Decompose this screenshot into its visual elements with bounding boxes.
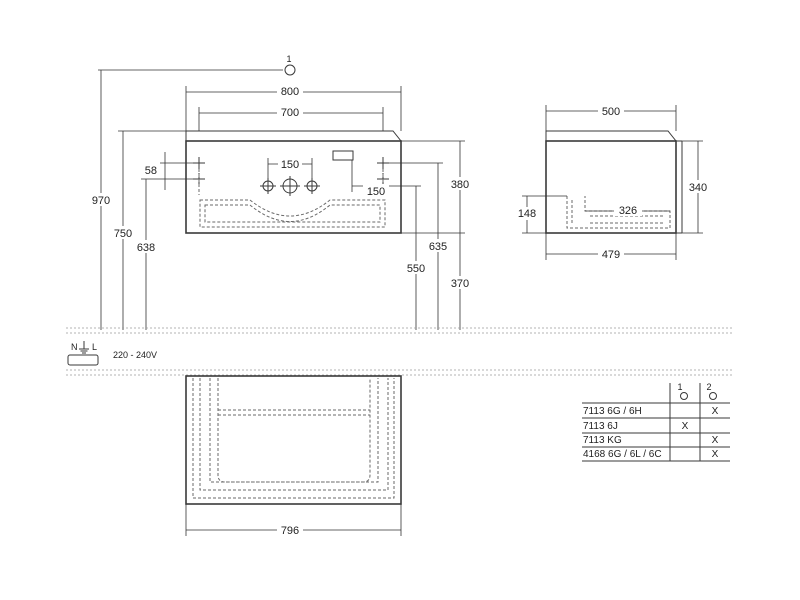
cabinet-front [185,140,402,234]
dim-550: 550 [407,263,425,275]
dim-58: 58 [145,165,157,177]
ground-icon [79,341,89,354]
svg-text:X: X [712,435,719,446]
dim-148: 148 [518,208,536,220]
tap-holes [260,176,320,196]
table-row: 7113 6G / 6H X [583,406,719,417]
top-view: 796 [185,375,402,537]
table-row: 7113 6J X [583,421,689,432]
svg-text:7113 6G / 6H: 7113 6G / 6H [583,406,642,417]
dim-500: 500 [602,106,620,118]
side-cabinet [545,140,677,234]
mount-marks-left [193,157,205,195]
col-1-circle [680,392,688,400]
basin-top [185,130,403,142]
front-view: 1 800 [87,54,474,330]
variant-table: 1 2 7113 6G / 6H X 7113 6J X 7113 KG X 4… [582,382,730,462]
symbol-l: L [92,342,97,352]
voltage-label: 220 - 240V [113,350,157,360]
svg-text:7113 6J: 7113 6J [583,421,618,432]
dim-479: 479 [602,249,620,261]
svg-text:X: X [682,421,689,432]
dim-326: 326 [619,205,637,217]
drawer-outline [199,199,386,228]
top-cabinet [185,375,402,505]
dim-340: 340 [689,182,707,194]
svg-text:X: X [712,406,719,417]
col-1-label: 1 [677,382,682,392]
dim-380: 380 [451,179,469,191]
socket-icon [67,354,99,366]
marker-1-label: 1 [286,54,291,64]
svg-text:X: X [712,449,719,460]
side-basin-top [545,130,678,142]
svg-text:7113 KG: 7113 KG [583,435,622,446]
dim-638: 638 [137,242,155,254]
handle-slot [332,150,354,161]
side-drawer-outline [566,196,671,229]
dim-635: 635 [429,241,447,253]
dim-370: 370 [451,278,469,290]
col-2-label: 2 [706,382,711,392]
dim-150-right: 150 [367,186,385,198]
marker-1-circle [284,64,296,76]
table-row: 7113 KG X [583,435,719,446]
dim-800: 800 [281,86,299,98]
dim-796: 796 [281,525,299,537]
table-row: 4168 6G / 6L / 6C X [583,449,719,460]
electrical-symbol: N L 220 - 240V [67,341,157,366]
dim-750: 750 [114,228,132,240]
dim-700: 700 [281,107,299,119]
dim-970: 970 [92,195,110,207]
dim-150-holes: 150 [281,159,299,171]
drawer-outline-inner [204,204,381,223]
col-2-circle [709,392,717,400]
side-view: 500 340 148 326 479 [513,104,711,261]
floor-line [66,327,734,376]
symbol-n: N [71,342,78,352]
svg-text:4168 6G / 6L / 6C: 4168 6G / 6L / 6C [583,449,662,460]
